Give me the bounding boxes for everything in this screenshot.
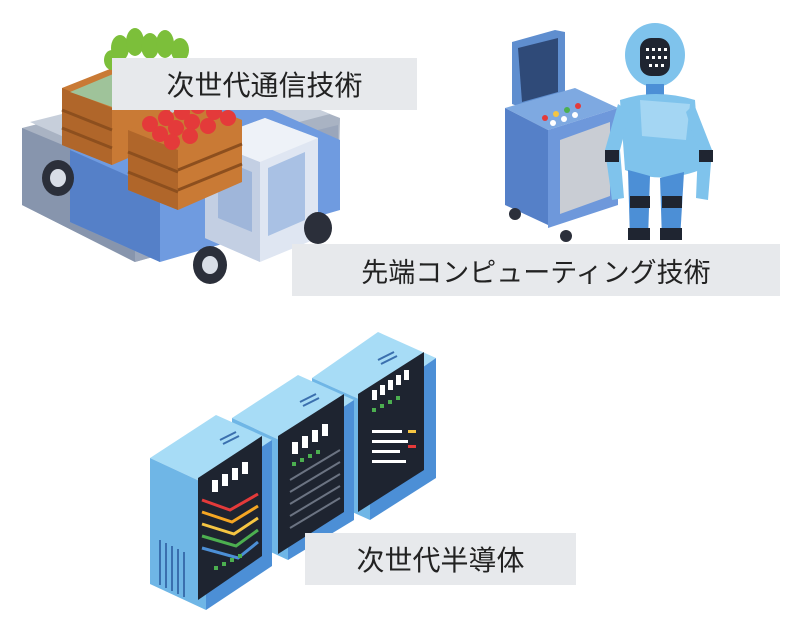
label-next-gen-semiconductor: 次世代半導体 <box>305 533 576 585</box>
label-next-gen-comm: 次世代通信技術 <box>112 58 417 110</box>
label-edge-computing: 先端コンピューティング技術 <box>292 244 780 296</box>
